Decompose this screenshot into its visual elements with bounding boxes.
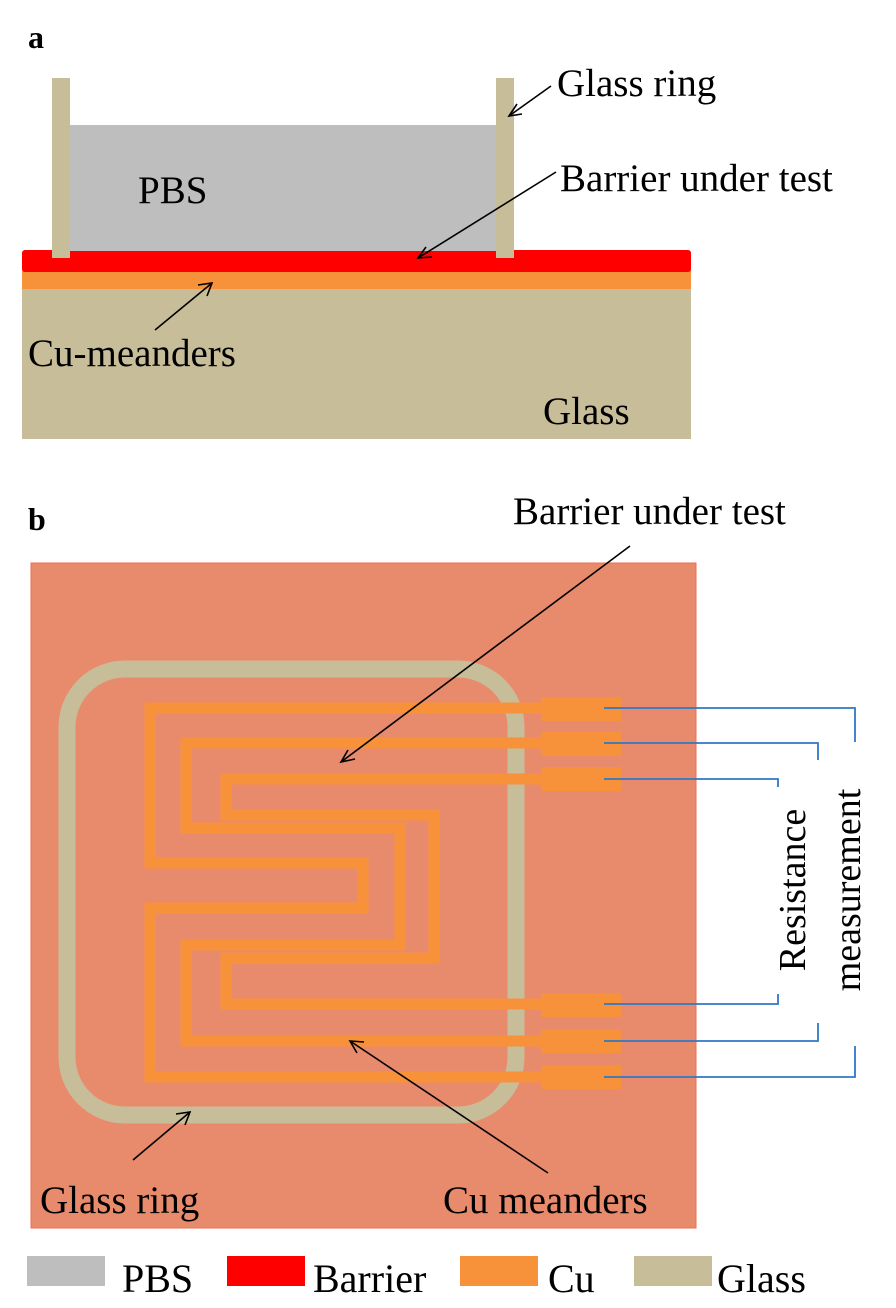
arrowhead-glass-ring-a bbox=[507, 103, 523, 118]
arrow-glass-ring-a bbox=[508, 85, 552, 117]
cu-meanders-label-a: Cu-meanders bbox=[28, 332, 236, 375]
resistance-label: Resistance bbox=[772, 809, 814, 972]
panel-a-label: a bbox=[28, 19, 44, 55]
pbs-label: PBS bbox=[138, 169, 207, 212]
arrowhead-glass-ring-b bbox=[175, 1111, 192, 1126]
cu-trace-inner bbox=[220, 773, 545, 1010]
wire-2 bbox=[604, 742, 819, 760]
glass-substrate bbox=[22, 287, 691, 439]
arrow-glass-ring-b bbox=[132, 1111, 191, 1161]
pad-1 bbox=[541, 697, 621, 721]
glass-ring-label-a: Glass ring bbox=[557, 62, 716, 105]
arrows-panel-b bbox=[132, 545, 631, 1174]
glass-label-a: Glass bbox=[543, 390, 630, 433]
legend-label-glass: Glass bbox=[717, 1256, 806, 1301]
legend-label-pbs: PBS bbox=[122, 1256, 193, 1301]
arrow-barrier-b bbox=[340, 545, 631, 763]
wire-6 bbox=[604, 1046, 856, 1078]
arrowhead-cu-a bbox=[197, 282, 214, 297]
measurement-wires bbox=[604, 707, 856, 1078]
barrier-label-b: Barrier under test bbox=[513, 490, 786, 533]
arrow-cu-a bbox=[154, 282, 213, 331]
barrier-layer bbox=[22, 250, 691, 272]
cu-layer bbox=[22, 270, 691, 289]
pad-4 bbox=[541, 993, 621, 1017]
pbs-liquid bbox=[68, 125, 498, 251]
glass-ring-top-view bbox=[58, 660, 525, 1124]
legend-label-cu: Cu bbox=[548, 1256, 595, 1301]
wire-3 bbox=[604, 778, 779, 787]
glass-ring-label-b: Glass ring bbox=[40, 1179, 199, 1222]
cu-meanders bbox=[144, 702, 545, 1083]
legend-swatch-barrier bbox=[227, 1256, 305, 1286]
legend-swatch-pbs bbox=[27, 1256, 105, 1286]
wire-1 bbox=[604, 707, 856, 742]
wire-4 bbox=[604, 994, 779, 1005]
legend-label-barrier: Barrier bbox=[313, 1256, 426, 1301]
cu-meanders-label-b: Cu meanders bbox=[443, 1179, 648, 1222]
legend: PBS Barrier Cu Glass bbox=[27, 1256, 806, 1301]
measurement-label: measurement bbox=[827, 788, 869, 991]
arrowhead-barrier-a bbox=[416, 246, 433, 259]
arrows-panel-a bbox=[154, 85, 557, 331]
cu-trace-middle bbox=[180, 737, 545, 1047]
panel-b-label: b bbox=[28, 501, 46, 537]
legend-swatch-cu bbox=[460, 1256, 538, 1286]
arrowhead-cu-b bbox=[348, 1040, 365, 1054]
barrier-label-a: Barrier under test bbox=[560, 157, 833, 200]
pad-2 bbox=[541, 732, 621, 756]
cu-trace-outer bbox=[144, 702, 545, 1083]
arrowhead-barrier-b bbox=[339, 749, 356, 764]
arrow-cu-b bbox=[349, 1040, 549, 1174]
glass-ring-wall-right bbox=[496, 78, 514, 258]
legend-swatch-glass bbox=[634, 1256, 712, 1286]
wire-5 bbox=[604, 1023, 819, 1042]
glass-ring-wall-left bbox=[52, 78, 70, 258]
arrow-barrier-a bbox=[417, 171, 557, 259]
